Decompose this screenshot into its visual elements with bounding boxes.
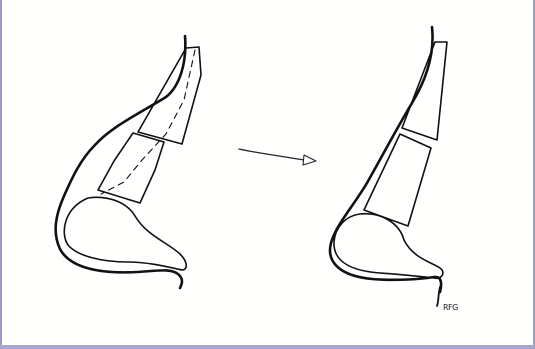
- nose-after: [330, 27, 447, 306]
- arrow-right-icon: [239, 149, 316, 165]
- nasal-bone-after: [402, 42, 447, 140]
- columella-line-after: [437, 287, 440, 306]
- upper-lateral-cartilage-after: [364, 134, 431, 226]
- artist-signature: RFG: [443, 303, 458, 312]
- skin-contour-after: [330, 27, 441, 292]
- lower-lateral-cartilage-after: [334, 214, 443, 279]
- lower-lateral-cartilage-before: [64, 197, 186, 270]
- upper-lateral-cartilage-before: [98, 133, 164, 203]
- nose-before: [56, 36, 201, 288]
